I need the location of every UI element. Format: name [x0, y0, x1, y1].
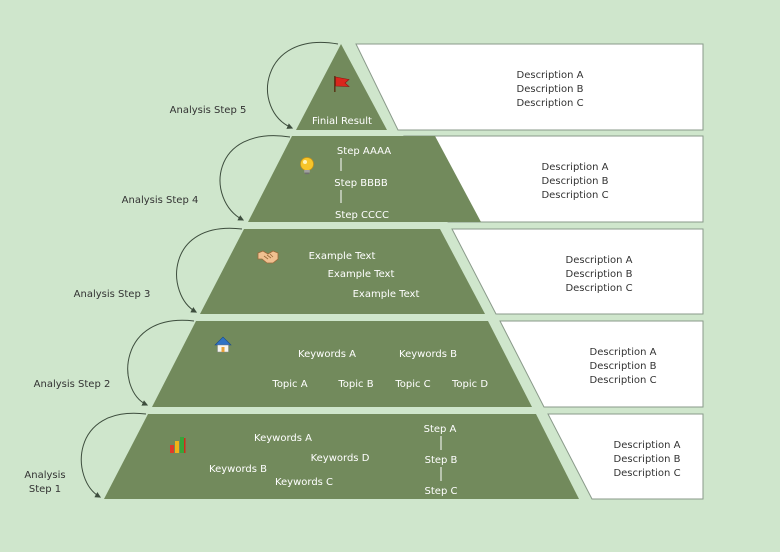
- arrow-step-2: [127, 319, 195, 406]
- tier-1-text-4: Keywords C: [275, 477, 333, 488]
- tier-4-content: Step AAAA Step BBBB Step CCCC: [300, 146, 391, 221]
- arrow-step-3: [176, 227, 243, 313]
- step-5-description-3: Description C: [516, 98, 583, 109]
- step-label-3: Analysis Step 3: [74, 289, 151, 300]
- step-label-5: Analysis Step 5: [170, 105, 247, 116]
- tier-1-text-6: Step B: [425, 455, 458, 466]
- step-label-1-line-2: Step 1: [29, 484, 61, 495]
- tier-2-text-4: Topic B: [337, 379, 373, 390]
- arrow-step-4: [219, 135, 291, 221]
- tier-1-text-5: Step A: [424, 424, 457, 435]
- tier-2-text-2: Keywords B: [399, 349, 457, 360]
- tier-5-text-1: Finial Result: [312, 116, 372, 127]
- step-1-description-1: Description A: [614, 440, 681, 451]
- step-label-4: Analysis Step 4: [122, 195, 199, 206]
- tier-1-text-3: Keywords B: [209, 464, 267, 475]
- bar-chart-icon: [170, 437, 186, 453]
- pyramid-tier-5: [296, 44, 387, 130]
- description-panel-step-3: [451, 228, 704, 315]
- step-5-description-2: Description B: [517, 84, 584, 95]
- pyramid-tier-3: [200, 229, 485, 314]
- tier-4-text-2: Step BBBB: [334, 178, 388, 189]
- step-labels: Analysis Step 5 Analysis Step 4 Analysis…: [24, 105, 246, 495]
- description-panel-step-1: [547, 413, 704, 500]
- tier-3-content: Example Text Example Text Example Text: [257, 250, 420, 300]
- arrow-step-1: [80, 412, 147, 498]
- step-2-description-3: Description C: [589, 375, 656, 386]
- tier-5-content: Finial Result: [312, 76, 372, 127]
- arrow-step-5: [267, 41, 339, 129]
- step-4-description-2: Description B: [542, 176, 609, 187]
- tier-1-text-1: Keywords A: [254, 433, 312, 444]
- step-5-description-1: Description A: [517, 70, 584, 81]
- step-3-description-1: Description A: [566, 255, 633, 266]
- step-2-description-1: Description A: [590, 347, 657, 358]
- tier-2-text-6: Topic D: [451, 379, 488, 390]
- description-texts: Description A Description B Description …: [516, 70, 680, 479]
- tier-2-text-5: Topic C: [394, 379, 430, 390]
- step-1-description-2: Description B: [614, 454, 681, 465]
- step-2-description-2: Description B: [590, 361, 657, 372]
- description-panel-step-2: [499, 320, 704, 408]
- tier-3-text-1: Example Text: [309, 251, 376, 262]
- tier-3-text-2: Example Text: [328, 269, 395, 280]
- tier-1-text-2: Keywords D: [311, 453, 370, 464]
- step-3-description-3: Description C: [565, 283, 632, 294]
- handshake-icon: [257, 250, 279, 264]
- pyramid-tier-1: [104, 414, 579, 499]
- tier-3-text-3: Example Text: [353, 289, 420, 300]
- description-panels: [355, 43, 704, 500]
- step-3-description-2: Description B: [566, 269, 633, 280]
- tier-4-text-3: Step CCCC: [335, 210, 389, 221]
- house-icon: [214, 336, 232, 353]
- lightbulb-icon: [300, 157, 314, 175]
- step-4-description-3: Description C: [541, 190, 608, 201]
- step-label-1-line-1: Analysis: [24, 470, 65, 481]
- tier-1-content: Keywords A Keywords D Keywords B Keyword…: [170, 424, 458, 497]
- tier-4-text-1: Step AAAA: [337, 146, 391, 157]
- tier-2-text-3: Topic A: [271, 379, 307, 390]
- flag-icon: [334, 76, 350, 92]
- tier-1-text-7: Step C: [425, 486, 458, 497]
- pyramid-tier-2: [152, 321, 532, 407]
- step-label-2: Analysis Step 2: [34, 379, 111, 390]
- tier-2-text-1: Keywords A: [298, 349, 356, 360]
- tier-2-content: Keywords A Keywords B Topic A Topic B To…: [214, 336, 488, 390]
- step-arrows: [80, 41, 339, 498]
- description-panel-step-5: [355, 43, 704, 131]
- step-4-description-1: Description A: [542, 162, 609, 173]
- step-1-description-3: Description C: [613, 468, 680, 479]
